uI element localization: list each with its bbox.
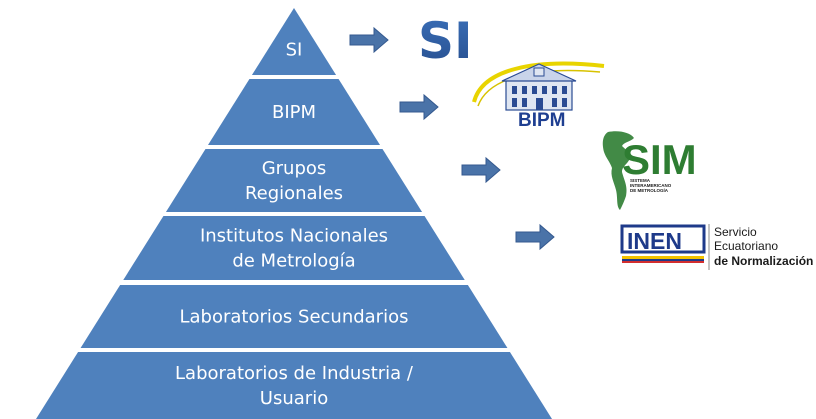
pyramid-level-laboratorios-secundarios	[80, 285, 508, 348]
sim-logo-subtitle-2: INTERAMERICANO	[630, 183, 672, 188]
inen-stripe-blue	[622, 259, 704, 261]
bipm-logo: BIPM	[472, 61, 605, 131]
pyramid-level-label-laboratorios-secundarios-line-1: Laboratorios Secundarios	[180, 307, 409, 328]
bipm-building-icon	[501, 63, 577, 111]
inen-logo: INEN Servicio Ecuatoriano de Normalizaci…	[620, 224, 813, 270]
inen-logo-box	[620, 224, 706, 254]
si-logo: SI	[418, 12, 473, 70]
bipm-logo-text: BIPM	[518, 110, 566, 131]
pyramid-level-label-bipm-line-1: BIPM	[272, 102, 316, 123]
si-logo-text: SI	[418, 12, 473, 70]
pyramid-level-si	[251, 8, 337, 75]
sim-logo-subtitle-1: SISTEMA	[630, 178, 651, 183]
pyramid-level-label-si-line-1: SI	[286, 40, 303, 61]
sim-logo: SIM SISTEMA INTERAMERICANO DE METROLOGÍA	[602, 131, 697, 210]
inen-logo-text: INEN	[627, 228, 682, 254]
arrow-group	[349, 26, 555, 251]
pyramid-level-grupos-regionales	[165, 149, 423, 212]
pyramid-level-label-institutos-nacionales-line-1: Institutos Nacionales	[200, 226, 388, 247]
pyramid-level-laboratorios-industria	[36, 352, 552, 419]
right-arrow-icon-4	[515, 223, 555, 251]
right-arrow-icon-1	[349, 26, 389, 54]
pyramid-level-label-laboratorios-industria-line-2: Usuario	[260, 388, 328, 409]
pyramid-level-label-institutos-nacionales-line-2: de Metrología	[232, 251, 355, 272]
inen-stripe-red	[622, 261, 704, 263]
sim-americas-icon	[602, 131, 634, 210]
pyramid-level-bipm	[208, 79, 380, 145]
pyramid-level-label-grupos-regionales-line-2: Regionales	[245, 183, 343, 204]
sim-logo-text: SIM	[622, 136, 697, 183]
inen-side-line-3: de Normalización	[714, 254, 813, 268]
pyramid-level-label-grupos-regionales-line-1: Grupos	[262, 158, 327, 179]
inen-stripe-yellow	[622, 256, 704, 259]
sim-logo-subtitle-3: DE METROLOGÍA	[630, 186, 669, 193]
bipm-swoosh-icon	[472, 61, 605, 103]
inen-side-line-1: Servicio	[714, 225, 757, 239]
inen-side-line-2: Ecuatoriano	[714, 239, 778, 253]
pyramid-level-label-laboratorios-industria-line-1: Laboratorios de Industria /	[175, 363, 414, 384]
pyramid-level-institutos-nacionales	[123, 216, 465, 280]
right-arrow-icon-3	[461, 156, 501, 184]
right-arrow-icon-2	[399, 93, 439, 121]
